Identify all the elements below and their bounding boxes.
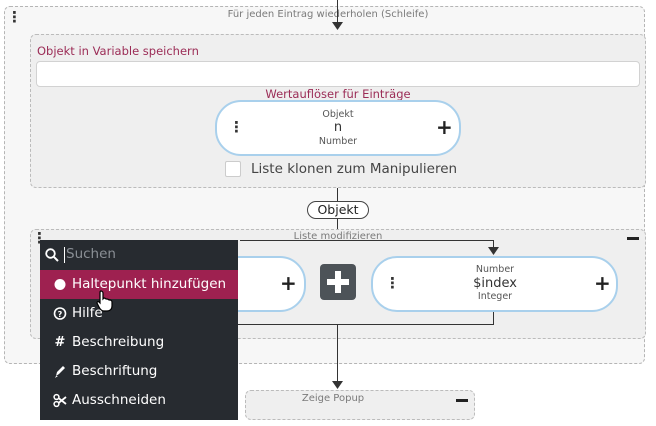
split-arrow-right-icon <box>488 247 499 255</box>
menu-item-label: Haltepunkt hinzufügen <box>72 276 227 292</box>
resolver-menu-dots-icon[interactable]: ⋮ <box>229 118 244 136</box>
menu-item-breakpoint[interactable]: Haltepunkt hinzufügen <box>40 270 238 299</box>
menu-item-label: Hilfe <box>72 305 103 321</box>
clone-list-checkbox[interactable] <box>225 161 241 177</box>
split-line-right <box>493 240 494 251</box>
modify-collapse-icon[interactable] <box>627 237 639 240</box>
right-operand-value: $index <box>473 276 517 291</box>
split-line-horizontal <box>240 240 494 241</box>
middle-connector-line-top <box>337 188 338 201</box>
save-variable-label: Objekt in Variable speichern <box>37 44 199 58</box>
help-icon: ? <box>52 299 68 339</box>
bottom-connector-line <box>337 324 338 384</box>
context-menu: Suchen Haltepunkt hinzufügen ? Hilfe # B… <box>40 240 238 420</box>
modify-menu-dots-icon[interactable]: ⋮ <box>32 229 47 247</box>
circle-icon <box>52 270 68 310</box>
menu-item-help[interactable]: ? Hilfe <box>40 299 238 328</box>
right-operand-top-label: Number <box>475 264 515 275</box>
plus-operator-icon <box>327 271 349 293</box>
show-popup-title: Zeige Popup <box>301 393 365 404</box>
merge-line-horizontal <box>238 324 494 325</box>
right-operand-dots-icon[interactable]: ⋮ <box>385 274 400 292</box>
resolver-pill[interactable] <box>215 100 461 156</box>
loop-title: Für jeden Eintrag wiederholen (Schleife) <box>227 9 429 20</box>
text-caret <box>64 247 65 263</box>
top-connector-line <box>337 0 338 24</box>
bottom-connector-arrow-icon <box>332 381 343 389</box>
svg-text:?: ? <box>58 310 63 319</box>
popup-collapse-icon[interactable] <box>456 399 468 402</box>
right-operand-pill[interactable] <box>371 256 618 312</box>
resolver-type: Number <box>318 136 358 147</box>
hash-icon: # <box>54 335 66 350</box>
top-connector-arrow-icon <box>332 22 343 30</box>
menu-item-label: Ausschneiden <box>72 392 166 408</box>
resolver-add-icon[interactable]: + <box>436 115 453 139</box>
scissors-icon <box>52 386 68 426</box>
menu-item-description[interactable]: # Beschreibung <box>40 328 238 357</box>
merge-line-right <box>493 312 494 324</box>
pencil-icon <box>52 357 68 397</box>
connector-tag: Objekt <box>307 201 369 219</box>
menu-item-caption[interactable]: Beschriftung <box>40 357 238 386</box>
menu-item-cut[interactable]: Ausschneiden <box>40 386 238 415</box>
modify-list-title: Liste modifizieren <box>293 231 383 242</box>
clone-list-label: Liste klonen zum Manipulieren <box>251 161 458 177</box>
menu-search-input[interactable]: Suchen <box>66 246 116 262</box>
menu-item-label: Beschreibung <box>72 334 165 350</box>
resolver-value: n <box>333 120 343 135</box>
hand-cursor-icon <box>96 290 113 312</box>
right-operand-add-icon[interactable]: + <box>594 271 611 295</box>
menu-item-label: Beschriftung <box>72 363 158 379</box>
loop-menu-dots-icon[interactable]: ⋮ <box>7 8 22 26</box>
resolver-top-label: Objekt <box>322 109 354 120</box>
menu-search-row[interactable]: Suchen <box>40 240 238 270</box>
right-operand-type: Integer <box>477 291 513 302</box>
left-operand-add-icon[interactable]: + <box>280 271 297 295</box>
search-icon <box>45 248 59 262</box>
variable-name-input[interactable] <box>36 61 640 87</box>
resolver-label: Wertauflöser für Einträge <box>265 87 411 101</box>
